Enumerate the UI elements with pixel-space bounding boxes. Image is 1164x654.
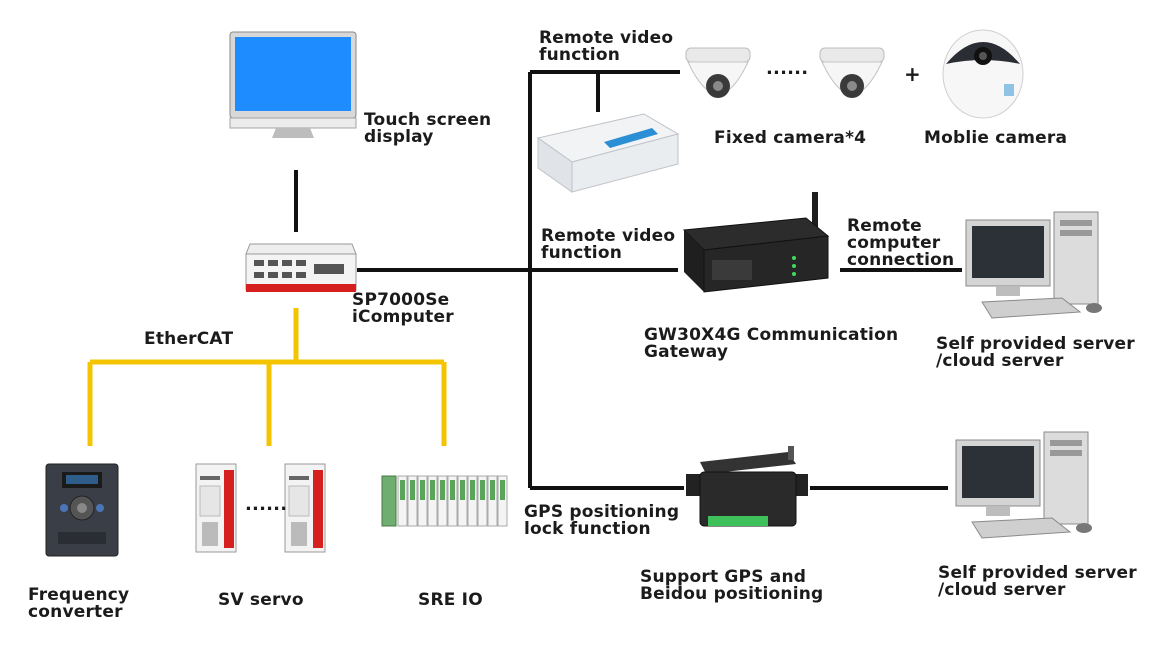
nvr-recorder-icon [536,113,680,193]
gps-terminal-icon [686,446,808,527]
industrial-computer-icon [245,243,357,292]
mobile-camera-label: Moblie camera [924,128,1068,148]
server-label-bottom: Self provided server/cloud server [938,563,1137,600]
servo-ellipsis: ...... [245,494,288,515]
fixed-camera-icon [685,47,751,98]
server-computer-icon [955,431,1092,539]
gateway-router-icon [682,192,830,293]
server-computer-icon [965,211,1102,319]
servo-drive-icon [284,463,326,553]
sv-servo-label: SV servo [218,590,304,610]
ethercat-label: EtherCAT [144,329,234,349]
fixed-camera-icon [819,47,885,98]
monitor-icon [229,31,357,138]
servo-drive-icon [195,463,237,553]
plus-sign: + [904,62,921,86]
server-label-top: Self provided server/cloud server [936,334,1135,371]
camera-ellipsis: ...... [766,58,809,79]
mobile-camera-icon [942,29,1024,119]
fixed-camera-label: Fixed camera*4 [714,128,867,148]
sre-io-label: SRE IO [418,590,483,610]
io-module-icon [381,475,508,527]
frequency-converter-icon [45,463,119,557]
